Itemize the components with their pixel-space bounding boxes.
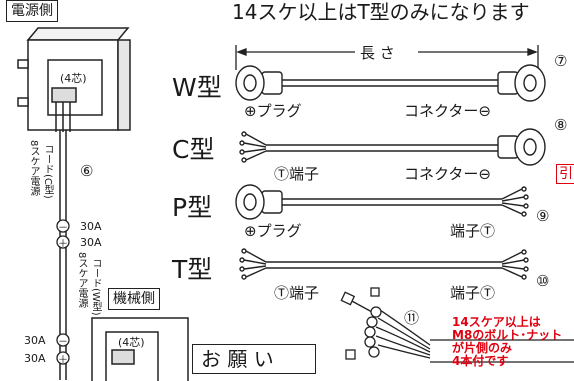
p-type-cable [235,184,529,220]
power-side-label: 電源側 [6,0,58,22]
amp-minus-top: 30A [80,220,102,233]
type-label-p: P型 [172,193,213,222]
cord-top-label-2: コード(C型) [42,144,53,199]
note-line-1: 14スケア以上は [452,315,541,329]
type-label-c: C型 [172,135,215,164]
amp-plus-bottom: 30A [24,352,46,365]
c-right-label: コネクター⊖ [404,165,491,183]
plus-sym-2: ＋ [58,355,68,366]
type-label-w: W型 [172,73,222,102]
cord-bottom-label-1: 8スケア電源 [76,252,87,309]
cores-label-top: (4芯) [60,72,87,85]
amp-minus-bottom: 30A [24,334,46,347]
p-right-label: 端子Ⓣ [450,222,496,240]
minus-sym-1: － [58,223,68,234]
bolt-cable-illustration [340,287,574,363]
cord-bottom-label-2: コード(W型) [90,258,101,316]
note-line-4: 4本付です [452,354,509,368]
side-char-box: 引 [556,164,574,184]
w-left-label: ⊕プラグ [244,102,302,120]
num-11: ⑪ [404,309,420,327]
amp-plus-top: 30A [80,236,102,249]
p-left-label: ⊕プラグ [244,222,302,240]
note-line-2: M8のボルト･ナット [452,328,563,342]
length-arrow [235,45,539,70]
t-right-label: 端子Ⓣ [450,284,496,302]
w-type-cable [235,64,546,102]
plus-sym-1: ＋ [58,239,68,250]
w-num: ⑦ [554,52,568,70]
power-box [17,27,131,132]
num-6: ⑥ [80,162,94,180]
t-type-cable [239,248,529,280]
note-text: 14スケア以上は M8のボルト･ナット が片側のみ 4本付です [452,316,574,368]
c-type-cable [239,128,546,166]
wiring-diagram-left [17,27,189,381]
cores-label-bottom: (4芯) [118,336,145,349]
machine-box [91,317,189,381]
minus-sym-2: － [58,337,68,348]
note-line-3: が片側のみ [452,341,513,355]
p-num: ⑨ [536,207,550,225]
machine-side-label: 機械側 [108,288,160,310]
request-box: お 願 い [192,344,316,374]
c-left-label: Ⓣ端子 [274,165,320,183]
t-left-label: Ⓣ端子 [274,284,320,302]
length-label: 長 さ [360,44,395,62]
c-num: ⑧ [554,116,568,134]
w-right-label: コネクター⊖ [404,102,491,120]
t-num: ⑩ [536,272,550,290]
banner-text: 14スケ以上はT型のみになります [232,0,530,24]
type-label-t: T型 [172,255,213,284]
cord-top-label-1: 8スケア電源 [28,140,39,197]
